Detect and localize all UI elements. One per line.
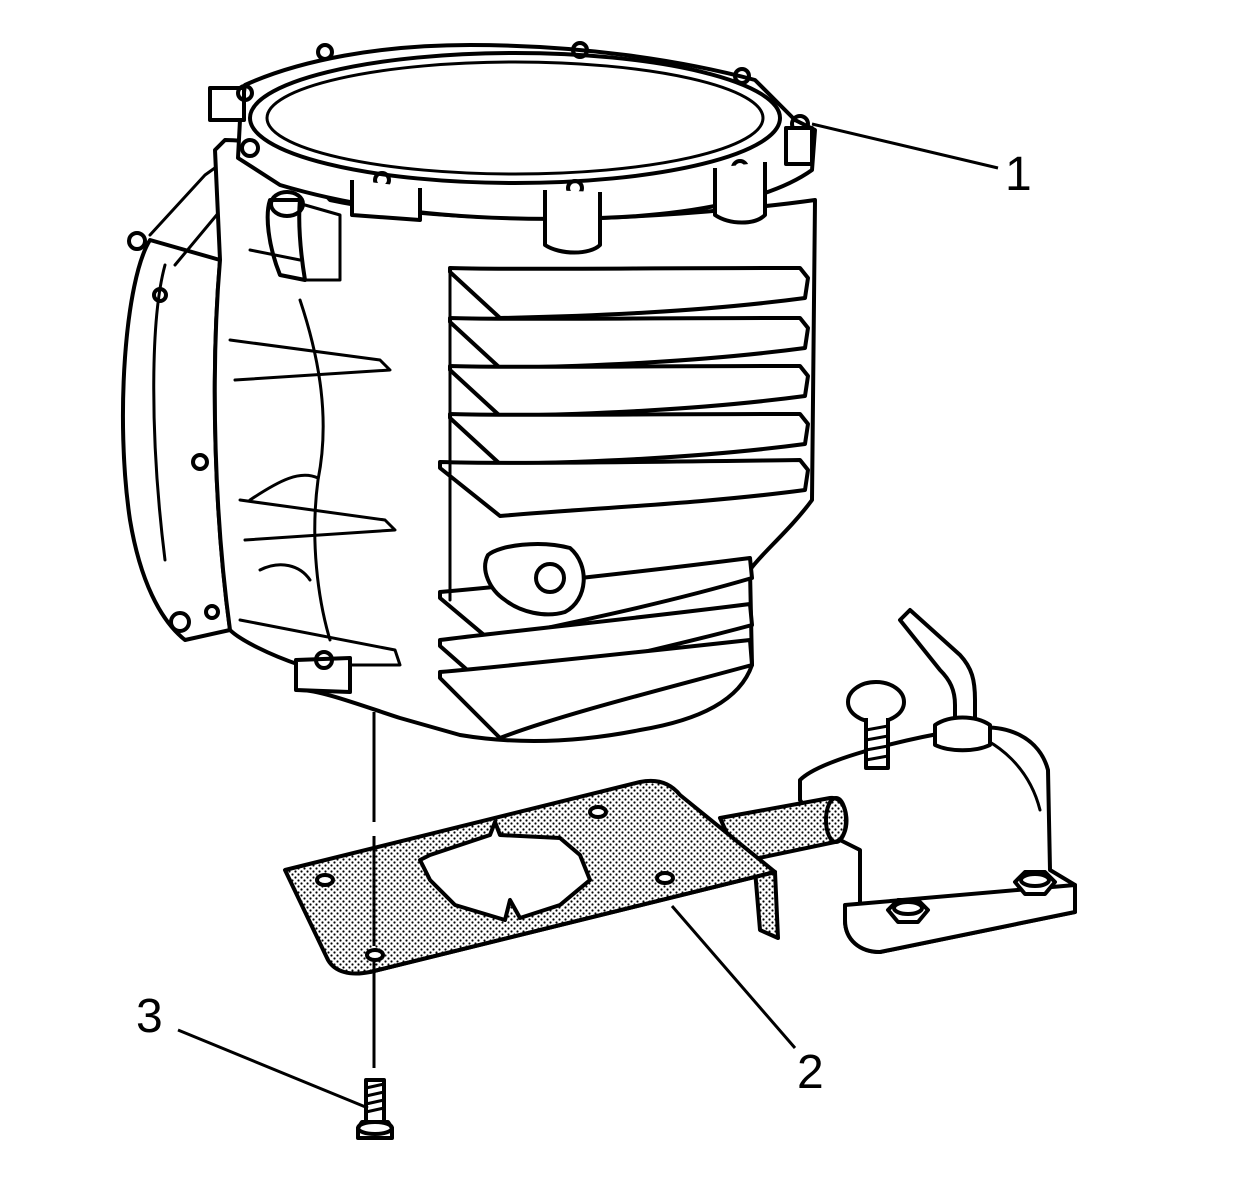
base-bolt xyxy=(886,898,930,924)
callout-label-1: 1 xyxy=(1005,148,1032,201)
mounting-bolt xyxy=(356,712,394,1140)
handle-lever xyxy=(898,608,992,753)
plate-center-opening xyxy=(418,820,592,922)
callout-label-2: 2 xyxy=(797,1046,824,1099)
callout-3: 3 xyxy=(136,990,369,1110)
holding-fixture xyxy=(283,608,1077,976)
cooling-fins xyxy=(438,266,810,740)
callout-label-3: 3 xyxy=(136,990,163,1043)
adapter-plate xyxy=(283,778,780,976)
base-bolt xyxy=(1013,870,1057,896)
transmission-case xyxy=(120,41,817,744)
flange-bore xyxy=(248,51,782,185)
callout-1: 1 xyxy=(811,122,1032,201)
thumbscrew xyxy=(846,680,906,770)
callout-2: 2 xyxy=(670,905,824,1099)
